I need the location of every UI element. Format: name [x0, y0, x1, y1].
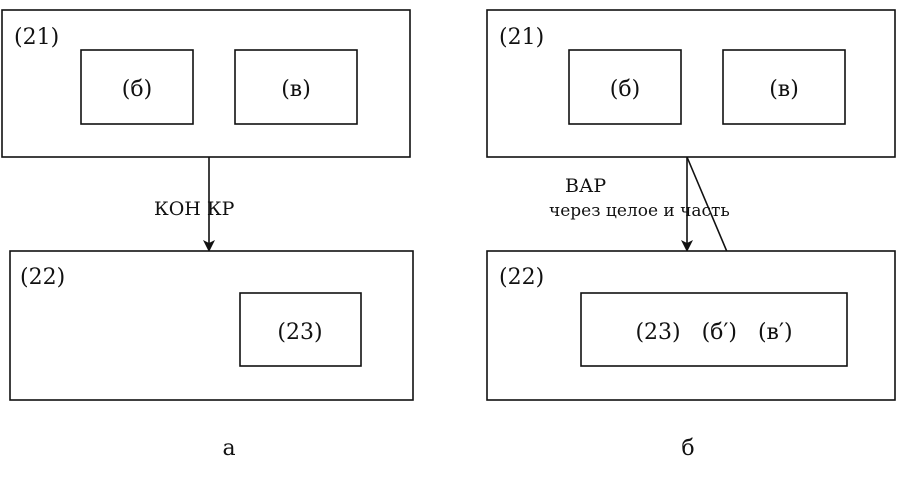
- panel-a-label-22: (22): [20, 265, 65, 290]
- panel-b-label-v: (в): [769, 77, 799, 102]
- panel-b-label-23: (23) (б′) (в′): [635, 320, 792, 345]
- panel-a-arrow-label: КОН КР: [154, 198, 235, 220]
- panel-a-label-b: (б): [122, 77, 152, 102]
- panel-b-box-b: [568, 49, 682, 125]
- panel-b-caption: б: [681, 436, 694, 461]
- panel-a-label-v: (в): [281, 77, 311, 102]
- panel-b-box-v: [722, 49, 846, 125]
- panel-b-arrow-label-line2: через целое и часть: [549, 201, 730, 221]
- panel-b: (21) (б) (в) ВАР через целое и часть (22…: [486, 9, 896, 461]
- panel-a-caption: а: [222, 436, 235, 461]
- panel-b-label-21: (21): [499, 25, 544, 50]
- panel-b-box-23: [580, 292, 848, 367]
- panel-a-label-23: (23): [277, 320, 322, 345]
- panel-a-box-23: [239, 292, 362, 367]
- panel-b-arrow-label-line1: ВАР: [565, 175, 606, 197]
- panel-b-label-b: (б): [610, 77, 640, 102]
- panel-a-box-b: [80, 49, 194, 125]
- panel-a-box-v: [234, 49, 358, 125]
- panel-a: (21) (б) (в) КОН КР (22) (23) а: [1, 9, 414, 461]
- panel-b-label-22: (22): [499, 265, 544, 290]
- panel-a-label-21: (21): [14, 25, 59, 50]
